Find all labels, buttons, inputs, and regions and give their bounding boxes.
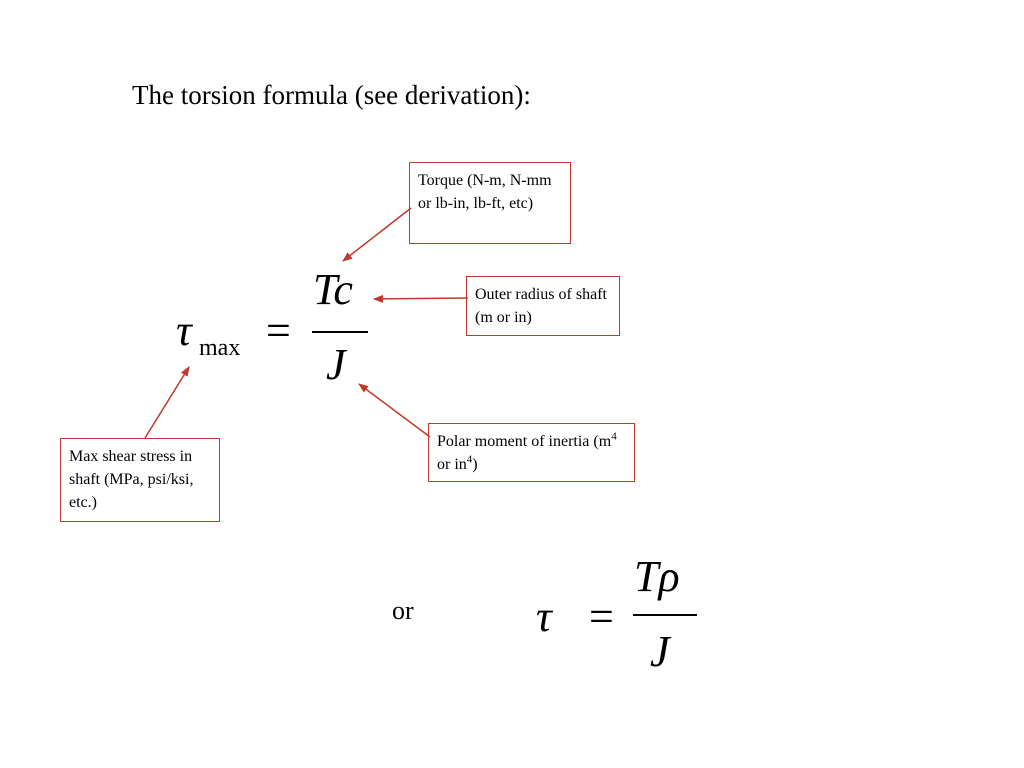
arrow-polar-moment — [358, 383, 431, 438]
callout-max-shear-text: Max shear stress in shaft (MPa, psi/ksi,… — [69, 448, 194, 511]
numerator-tc: Tc — [313, 265, 353, 314]
or-text: or — [392, 596, 414, 625]
exponent-m: 4 — [611, 430, 617, 443]
callout-outer-radius-text: Outer radius of shaft (m or in) — [475, 286, 607, 326]
callout-torque-text: Torque (N-m, N-mm or lb-in, lb-ft, etc) — [418, 172, 552, 212]
max-subscript: max — [199, 335, 241, 361]
tau-symbol-alt: τ — [536, 592, 552, 641]
callout-polar-moment-prefix: Polar moment of inertia (m — [437, 433, 612, 450]
equals-sign: = — [266, 306, 291, 355]
slide-title: The torsion formula (see derivation): — [132, 80, 531, 110]
arrow-torque — [342, 207, 412, 262]
callout-max-shear: Max shear stress in shaft (MPa, psi/ksi,… — [60, 438, 220, 522]
denominator-j-alt: J — [650, 627, 670, 676]
callout-polar-moment-mid: or in — [437, 456, 467, 473]
equals-sign-alt: = — [589, 592, 614, 641]
fraction-bar — [312, 331, 368, 333]
exponent-in: 4 — [466, 453, 473, 466]
numerator-trho: Tρ — [634, 552, 680, 601]
tau-symbol: τ — [176, 306, 192, 355]
arrow-max-shear — [144, 366, 190, 439]
fraction-bar-alt — [633, 614, 697, 616]
callout-polar-moment: Polar moment of inertia (m4 or in4) — [428, 423, 635, 482]
callout-torque: Torque (N-m, N-mm or lb-in, lb-ft, etc) — [409, 162, 571, 244]
denominator-j: J — [326, 340, 346, 389]
callout-polar-moment-suffix: ) — [472, 456, 478, 473]
arrow-outer-radius — [373, 294, 469, 303]
callout-outer-radius: Outer radius of shaft (m or in) — [466, 276, 620, 336]
